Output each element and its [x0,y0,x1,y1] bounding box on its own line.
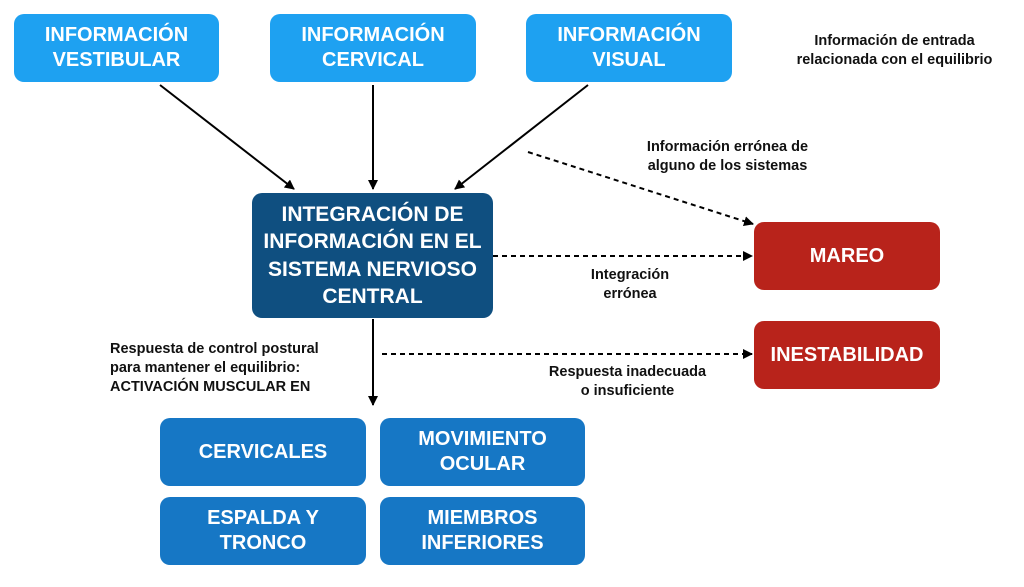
inadequate-response-label: Respuesta inadecuada o insuficiente [548,364,707,399]
miembros-inferiores-box: MIEMBROS INFERIORES [380,497,585,565]
cervicales-box: CERVICALES [160,418,366,486]
cervical-info-box: INFORMACIÓN CERVICAL [270,14,476,82]
mareo-box: MAREO [754,222,940,290]
postural-response-label: Respuesta de control postural para mante… [110,341,319,395]
visual-info-box: INFORMACIÓN VISUAL [526,14,732,82]
vestibular-info-box: INFORMACIÓN VESTIBULAR [14,14,219,82]
arrow-visual-to-central [454,84,589,190]
input-caption: Información de entrada relacionada con e… [796,33,993,68]
erroneous-info-label: Información errónea de alguno de los sis… [646,139,809,174]
arrow-vestibular-to-central [159,84,295,190]
central-integration-box: INTEGRACIÓN DE INFORMACIÓN EN EL SISTEMA… [252,193,493,318]
inestabilidad-box: INESTABILIDAD [754,321,940,389]
espalda-tronco-box: ESPALDA Y TRONCO [160,497,366,565]
erroneous-integration-label: Integración errónea [590,267,670,302]
dashed-arrow-info-to-mareo [527,151,754,227]
movimiento-ocular-box: MOVIMIENTO OCULAR [380,418,585,486]
